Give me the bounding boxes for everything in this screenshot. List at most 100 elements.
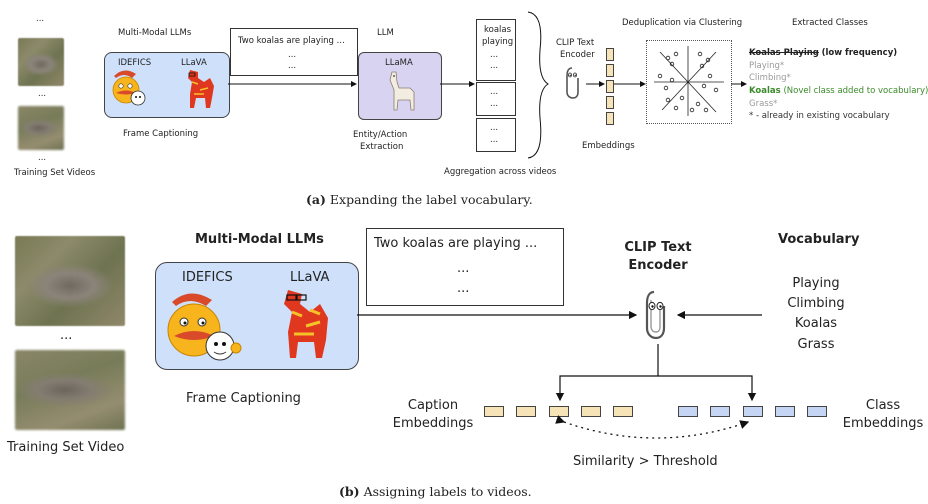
vocab-item-grass: Grass — [797, 337, 835, 352]
caption-a-prefix: (a) — [306, 192, 326, 207]
class-embedding-3 — [743, 406, 763, 417]
stack-box-3-line1: ... — [490, 123, 499, 133]
llava-camel-icon-b — [284, 290, 328, 358]
class-climbing: Climbing* — [749, 73, 791, 83]
llm-title: LLM — [377, 28, 394, 38]
vocab-title: Vocabulary — [778, 232, 860, 247]
caption-b-line1: Two koalas are playing ... — [374, 236, 538, 251]
arrow-clip-to-class-emb — [658, 375, 757, 402]
cluster-box — [646, 40, 732, 124]
class-koalas-playing: Koalas Playing — [749, 48, 819, 58]
mllm-title-b: Multi-Modal LLMs — [195, 232, 324, 247]
stack-box-3-line2: ... — [490, 135, 499, 145]
mllm-title: Multi-Modal LLMs — [118, 28, 192, 38]
caption-a-text: Expanding the label vocabulary. — [329, 192, 533, 207]
class-koalas: Koalas — [749, 86, 781, 96]
class-emb-line2: Embeddings — [842, 416, 924, 431]
llama-icon — [389, 71, 415, 111]
idefics-emoji-icon-b — [167, 293, 242, 361]
caption-b-prefix: (b) — [339, 484, 360, 499]
caption-b-line3: ... — [457, 281, 470, 296]
stack-box-1-line4: ... — [490, 61, 499, 71]
class-koalas-row: Koalas (Novel class added to vocabulary) — [749, 86, 928, 96]
similarity-arrow — [555, 415, 750, 439]
stack-box-2-line1: ... — [490, 87, 499, 97]
embedding-v-5 — [606, 112, 614, 125]
caption-a: (a) Expanding the label vocabulary. — [306, 192, 533, 207]
llava-label-b: LLaVA — [290, 270, 330, 285]
stack-box-1 — [476, 19, 516, 81]
clippy-icon-b — [645, 290, 666, 340]
training-video-label-b: Training Set Video — [7, 440, 125, 455]
class-playing: Playing* — [749, 61, 785, 71]
llava-label-a: LLaVA — [181, 58, 207, 68]
llama-label: LLaMA — [385, 58, 413, 68]
idefics-emoji-icon — [112, 70, 146, 106]
training-video-frame-b2 — [15, 350, 125, 430]
caption-b: (b) Assigning labels to videos. — [339, 484, 532, 499]
class-emb-line1: Class — [865, 398, 901, 413]
extracted-title: Extracted Classes — [792, 18, 868, 28]
class-koalas-note: (Novel class added to vocabulary) — [783, 86, 928, 96]
class-koalas-playing-row: Koalas Playing (low frequency) — [749, 48, 897, 58]
dedup-title: Deduplication via Clustering — [622, 18, 743, 28]
training-videos-label: Training Set Videos — [14, 168, 96, 178]
training-video-frame-1 — [18, 38, 64, 86]
stack-box-1-line1: koalas — [484, 25, 512, 35]
extraction-line1: Entity/Action — [353, 130, 408, 140]
caption-box-a — [230, 28, 358, 76]
embedding-v-4 — [606, 96, 614, 109]
clippy-icon — [566, 67, 579, 99]
extraction-line2: Extraction — [360, 142, 404, 152]
caption-box-b — [366, 228, 564, 306]
caption-emb-line2: Embeddings — [392, 416, 474, 431]
embedding-v-3 — [606, 80, 614, 93]
caption-b-line2: ... — [457, 261, 470, 276]
llava-camel-icon — [188, 70, 214, 108]
caption-a-line1: Two koalas are playing ... — [238, 36, 345, 46]
clip-a-line2: Encoder — [560, 50, 595, 60]
caption-embedding-2 — [516, 406, 536, 417]
stack-box-2-line2: ... — [490, 99, 499, 109]
aggregation-brace — [527, 11, 549, 159]
idefics-label-b: IDEFICS — [182, 270, 233, 285]
similarity-label: Similarity > Threshold — [573, 454, 718, 469]
llm-box — [358, 52, 442, 120]
caption-a-line2: ... — [288, 50, 297, 60]
video-ellipsis-top: ... — [36, 14, 45, 24]
frame-captioning-a: Frame Captioning — [123, 129, 199, 139]
caption-embedding-1 — [484, 406, 504, 417]
embedding-v-1 — [606, 48, 614, 61]
stack-box-1-line2: playing — [482, 37, 514, 47]
video-ellipsis-mid: ... — [38, 89, 47, 99]
caption-emb-line1: Caption — [407, 398, 459, 413]
aggregation-label: Aggregation across videos — [444, 167, 557, 177]
embedding-v-2 — [606, 64, 614, 77]
stack-box-1-line3: ... — [490, 50, 499, 60]
clip-b-line1: CLIP Text — [624, 240, 692, 255]
embeddings-label-a: Embeddings — [582, 141, 635, 151]
stack-box-3 — [476, 118, 516, 152]
caption-b-text: Assigning labels to videos. — [363, 484, 532, 499]
vocab-item-climbing: Climbing — [787, 296, 845, 311]
cluster-scatter-icon — [654, 46, 724, 116]
video-ellipsis-b: ... — [60, 328, 73, 343]
caption-a-line3: ... — [288, 61, 297, 71]
vocab-item-playing: Playing — [792, 276, 840, 291]
class-embedding-5 — [807, 406, 827, 417]
class-embedding-4 — [775, 406, 795, 417]
stack-box-2 — [476, 82, 516, 116]
vocab-footnote: * - already in existing vocabulary — [749, 111, 890, 121]
class-low-frequency: (low frequency) — [821, 48, 898, 58]
class-grass: Grass* — [749, 99, 778, 109]
frame-captioning-b: Frame Captioning — [186, 391, 301, 406]
arrow-clip-to-caption-emb — [555, 344, 659, 402]
video-ellipsis-bottom: ... — [38, 153, 47, 163]
clip-a-line1: CLIP Text — [556, 38, 595, 48]
vocab-item-koalas: Koalas — [794, 316, 838, 331]
clip-b-line2: Encoder — [628, 258, 688, 273]
training-video-frame-b1 — [15, 236, 125, 326]
training-video-frame-2 — [18, 106, 64, 150]
